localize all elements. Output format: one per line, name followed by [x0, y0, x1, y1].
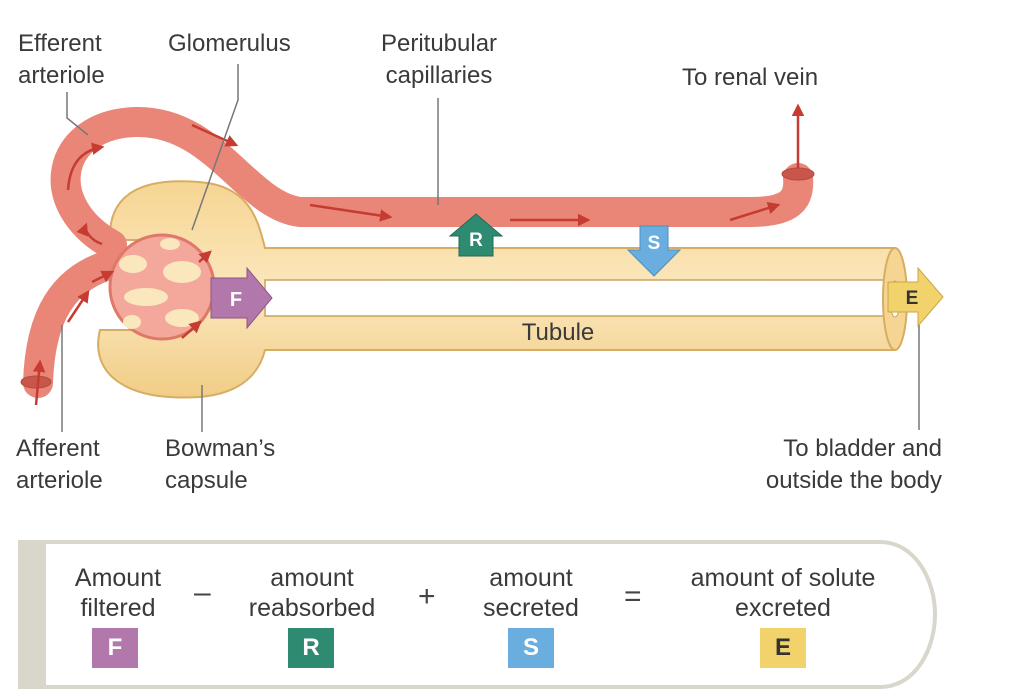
equation-plus: + [418, 580, 436, 613]
marker-e-label: E [906, 288, 919, 309]
efferent-arteriole-label: Efferent arteriole [18, 30, 105, 89]
filtration-arrow-f: F [210, 266, 273, 330]
glomerulus-label: Glomerulus [168, 30, 291, 57]
equation-box [18, 540, 938, 689]
chip-f: F [92, 628, 138, 668]
chip-s: S [508, 628, 554, 668]
chip-e: E [760, 628, 806, 668]
secretion-arrow-s: S [626, 225, 682, 277]
equation-minus: – [194, 576, 211, 609]
peritubular-capillaries-label: Peritubular capillaries [380, 30, 498, 89]
marker-f-label: F [230, 289, 242, 311]
marker-s-label: S [648, 233, 661, 254]
excretion-arrow-e: E [887, 266, 944, 328]
tubule-label: Tubule [522, 319, 595, 346]
bowmans-capsule-label: Bowman’s capsule [165, 435, 276, 494]
renal-vein-label: To renal vein [682, 64, 819, 91]
equation-term-excreted: amount of solute excreted [690, 564, 876, 622]
glomerulus [108, 233, 216, 341]
equation-term-reabsorbed: amount reabsorbed [248, 564, 376, 622]
pointer-lines [61, 64, 920, 432]
afferent-arteriole-label: Afferent arteriole [16, 435, 103, 494]
reabsorption-arrow-r: R [448, 213, 504, 257]
equation-equals: = [624, 580, 642, 613]
flow-arrows [32, 103, 805, 406]
bladder-label: To bladder and outside the body [765, 435, 942, 494]
chip-r: R [288, 628, 334, 668]
equation-term-secreted: amount secreted [483, 564, 579, 622]
equation-term-filtered: Amount filtered [74, 564, 162, 622]
marker-r-label: R [469, 230, 483, 251]
